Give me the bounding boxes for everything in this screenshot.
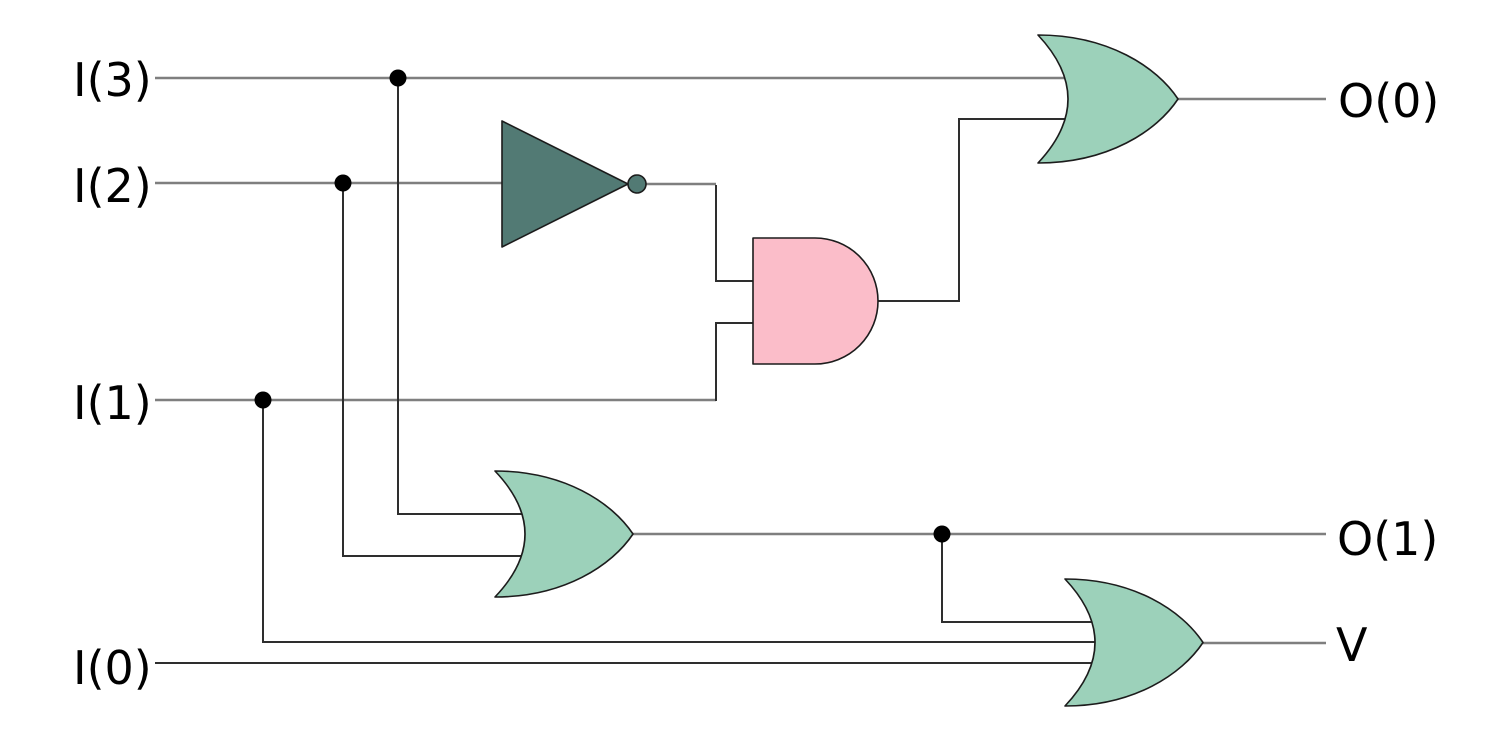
- or-gate-top-icon: [1037, 34, 1179, 164]
- labels: I(3) I(2) I(1) I(0) O(0) O(1) V: [73, 53, 1439, 695]
- input-label-i1: I(1): [73, 376, 152, 430]
- not-gate-icon: [501, 120, 629, 248]
- wires: [155, 76, 1326, 664]
- or-gate-middle-icon: [494, 470, 634, 598]
- junction-dot-o1: [933, 525, 951, 543]
- or-gate-bottom-icon: [1064, 578, 1204, 707]
- not-gate-bubble-icon: [627, 174, 647, 194]
- input-label-i2: I(2): [73, 159, 152, 213]
- junction-dot-i2: [334, 174, 352, 192]
- input-label-i0: I(0): [73, 641, 152, 695]
- and-gate-icon: [752, 237, 879, 365]
- input-label-i3: I(3): [73, 53, 152, 107]
- output-label-o0: O(0): [1338, 74, 1439, 128]
- junction-dot-i1: [254, 391, 272, 409]
- output-label-o1: O(1): [1337, 512, 1438, 566]
- output-label-v: V: [1336, 618, 1368, 672]
- junction-dots: [254, 69, 951, 543]
- junction-dot-i3: [389, 69, 407, 87]
- gates: [494, 34, 1204, 707]
